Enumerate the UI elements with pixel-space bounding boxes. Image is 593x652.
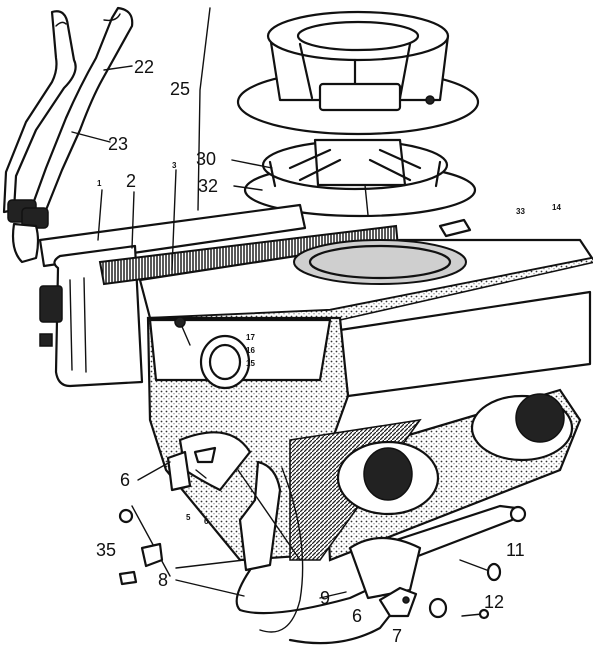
label-35: 35 bbox=[96, 540, 116, 560]
label-25: 25 bbox=[170, 79, 190, 99]
callout-labels: 22 23 25 30 32 1 2 3 33 14 17 16 15 6 5 … bbox=[96, 57, 561, 646]
control-cables bbox=[235, 467, 404, 645]
label-5: 5 bbox=[186, 513, 191, 522]
control-levers bbox=[166, 431, 301, 572]
bracket-35 bbox=[118, 505, 171, 586]
label-9: 9 bbox=[320, 588, 330, 608]
label-2: 2 bbox=[126, 171, 136, 191]
label-7: 7 bbox=[392, 626, 402, 646]
label-6-left: 6 bbox=[120, 470, 130, 490]
label-33: 33 bbox=[516, 207, 525, 216]
label-16: 16 bbox=[246, 346, 255, 355]
label-15: 15 bbox=[246, 359, 255, 368]
label-12: 12 bbox=[484, 592, 504, 612]
label-11: 11 bbox=[506, 540, 525, 560]
label-23: 23 bbox=[108, 134, 128, 154]
filter-plate bbox=[438, 218, 472, 238]
blower-housing bbox=[236, 10, 480, 136]
label-32: 32 bbox=[198, 176, 218, 196]
label-3: 3 bbox=[172, 161, 177, 170]
right-lever-assembly bbox=[348, 504, 527, 620]
blower-motor bbox=[243, 138, 477, 218]
heater-core bbox=[39, 224, 400, 388]
air-outlets bbox=[199, 334, 574, 516]
heater-hoses bbox=[2, 6, 134, 264]
label-22: 22 bbox=[134, 57, 154, 77]
label-30: 30 bbox=[196, 149, 216, 169]
label-8: 8 bbox=[158, 570, 168, 590]
label-1: 1 bbox=[97, 179, 102, 188]
label-14: 14 bbox=[552, 203, 561, 212]
label-6-small: 6 bbox=[204, 517, 209, 526]
label-17: 17 bbox=[246, 333, 255, 342]
label-6-bottom: 6 bbox=[352, 606, 362, 626]
control-screw bbox=[174, 316, 191, 346]
leader-lines bbox=[71, 7, 347, 599]
